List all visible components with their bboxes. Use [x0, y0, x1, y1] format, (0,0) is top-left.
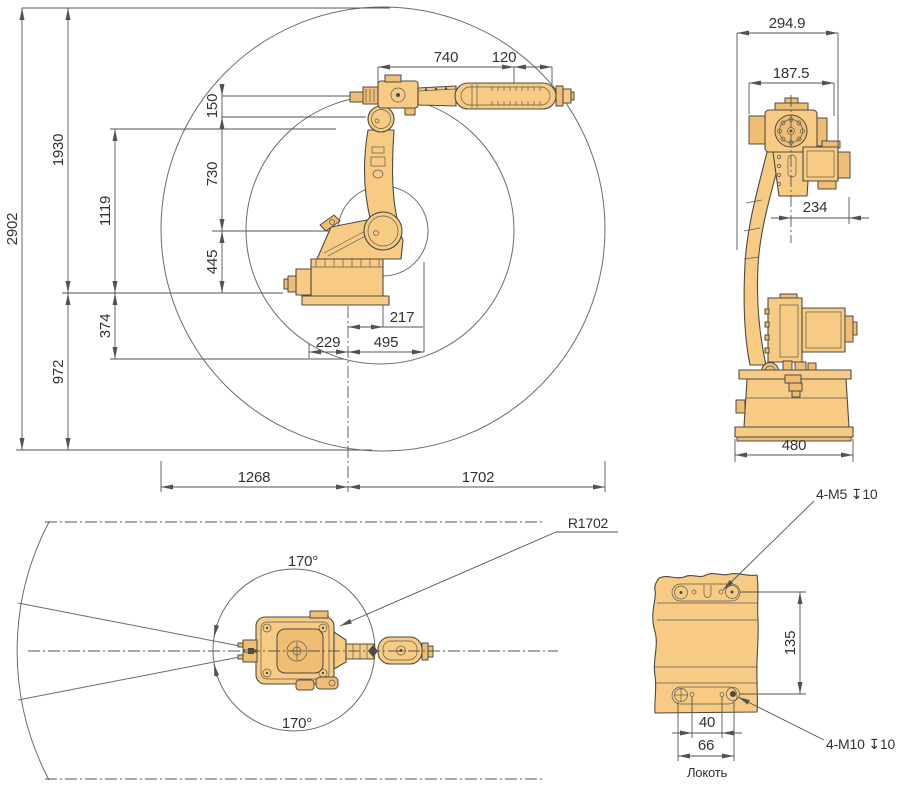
dim-495: 495: [374, 334, 398, 351]
mount-slot-top: [671, 583, 741, 602]
reach-radius-leader: [339, 531, 557, 627]
base-mount-detail: 135 40 66 4-M5 ↧10 4-M10 ↧10 Локоть: [652, 486, 896, 780]
thread-spec-top-label: 4-M5 ↧10: [816, 486, 878, 502]
fin-block: [362, 86, 379, 105]
thread-spec-bottom-label: 4-M10 ↧10: [826, 736, 895, 752]
top-view-centerlines: [28, 521, 558, 780]
dim-1268: 1268: [238, 469, 271, 486]
top-arm-base: [333, 631, 347, 670]
dim-445: 445: [204, 250, 221, 274]
elbow-joint-circle: [367, 105, 395, 133]
reach-radius-label: R1702: [568, 515, 609, 531]
side-view-dimensions: 2902 1930 972 1119 374 150 730 445 740 1…: [4, 8, 605, 490]
dim-135: 135: [782, 631, 799, 655]
dim-66: 66: [698, 737, 714, 754]
top-view-robot: [237, 610, 434, 691]
side-view-reference-lines: [16, 7, 606, 492]
dim-1930: 1930: [50, 134, 67, 167]
base-mount-plate: [652, 573, 759, 714]
top-view: R1702 170° 170°: [16, 515, 618, 781]
forearm-tube: [417, 85, 457, 107]
rear-neck: [772, 151, 811, 197]
elbow-caption: Локоть: [687, 765, 727, 780]
rear-motor-block: [802, 146, 839, 182]
lower-arm: [363, 129, 399, 223]
top-view-dimensions: R1702 170° 170°: [282, 515, 618, 732]
dim-1702: 1702: [462, 469, 495, 486]
rear-center-block: [767, 297, 803, 363]
mount-slot-bottom: [671, 686, 738, 705]
shoulder-joint-circle: [363, 211, 403, 251]
dim-234: 234: [803, 199, 827, 216]
side-view-robot: [283, 74, 575, 306]
dim-740: 740: [434, 49, 458, 66]
base-box: [310, 258, 384, 297]
rear-view-robot: [734, 95, 858, 442]
dim-217: 217: [390, 309, 414, 326]
top-view-envelope: [16, 521, 376, 781]
dim-294-9: 294.9: [769, 15, 806, 32]
dim-2902: 2902: [4, 213, 21, 246]
dim-480: 480: [782, 437, 806, 454]
dim-150: 150: [204, 94, 221, 118]
base-plate: [301, 295, 390, 306]
wrist-knurl: [491, 87, 541, 105]
dim-730: 730: [204, 162, 221, 186]
m5-leader: [722, 500, 815, 591]
rear-right-block: [801, 307, 846, 353]
tool-flange: [555, 85, 564, 107]
swing-angle-upper-label: 170°: [288, 553, 318, 570]
m10-tap-hole: [726, 687, 740, 701]
dim-187-5: 187.5: [773, 65, 810, 82]
dim-972: 972: [50, 360, 67, 384]
rear-arm: [743, 151, 783, 366]
dim-1119: 1119: [97, 196, 114, 226]
dim-40: 40: [699, 714, 715, 731]
m5-tap-hole: [718, 589, 724, 595]
mount-plate: [652, 573, 759, 714]
m10-leader: [737, 696, 825, 741]
swing-angle-lower-label: 170°: [282, 715, 312, 732]
wrist-motor-stub: [349, 91, 364, 103]
side-view: 2902 1930 972 1119 374 150 730 445 740 1…: [4, 6, 606, 492]
dim-120: 120: [492, 49, 516, 66]
base-connector-box: [295, 268, 312, 296]
rear-view-dimensions: 294.9 187.5 234 480: [734, 15, 869, 462]
dim-374: 374: [97, 314, 114, 338]
rear-view: 294.9 187.5 234 480: [734, 15, 869, 462]
rear-base-plate: [734, 426, 854, 438]
dim-229: 229: [316, 334, 340, 351]
base-mount-dimensions: 135 40 66 4-M5 ↧10 4-M10 ↧10 Локоть: [672, 486, 896, 780]
